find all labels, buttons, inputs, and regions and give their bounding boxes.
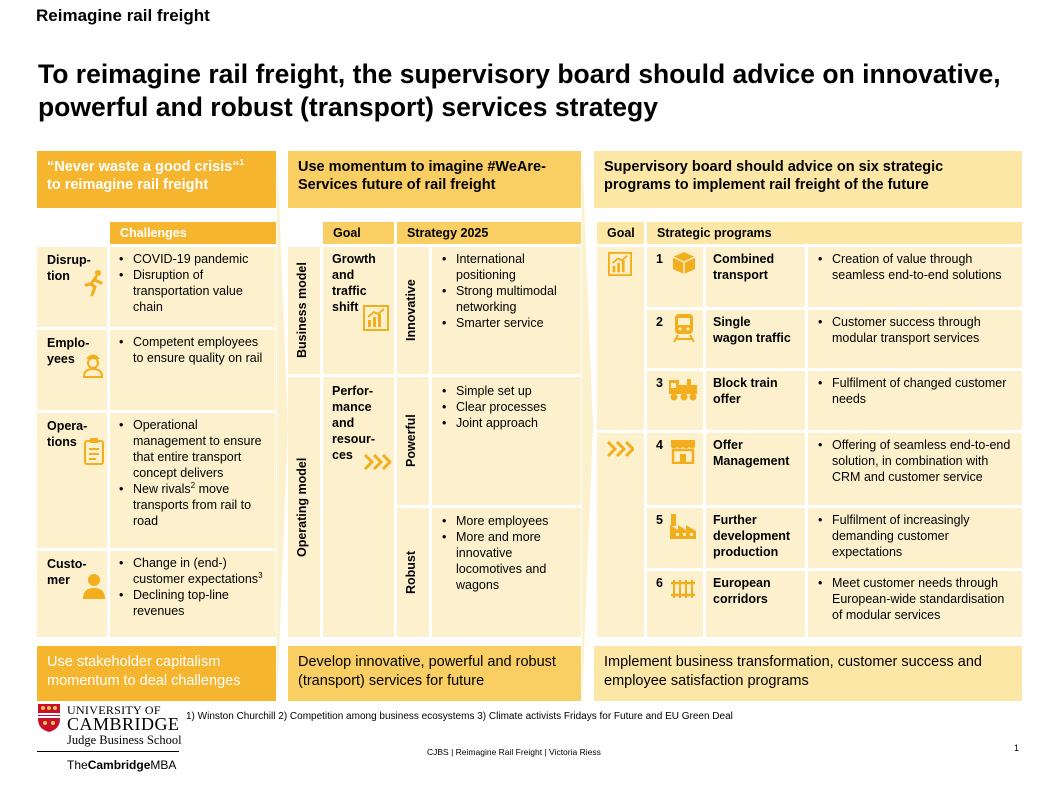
logo-jbs: Judge Business School xyxy=(67,733,182,747)
logo-university-of: UNIVERSITY OF xyxy=(67,703,161,717)
program-4-num: 4 xyxy=(647,433,703,505)
program-1-name: Combined transport xyxy=(706,247,805,307)
factory-icon xyxy=(668,512,698,540)
col3-header: Supervisory board should advice on six s… xyxy=(594,151,1022,208)
train-icon xyxy=(672,313,696,343)
program-1-num: 1 xyxy=(647,247,703,307)
business-model-label: Business model xyxy=(288,247,320,374)
bar-chart-icon xyxy=(608,252,632,276)
program-6-name: European corridors xyxy=(706,571,805,637)
challenge-content-employees: Competent employees to ensure quality on… xyxy=(110,330,276,410)
col2-header: Use momentum to imagine #WeAre-Services … xyxy=(288,151,581,208)
col1-header: “Never waste a good crisis“1 to reimagin… xyxy=(37,151,276,208)
rails-icon xyxy=(669,577,697,601)
innovative-content: International positioning Strong multimo… xyxy=(432,247,581,374)
section-label: Reimagine rail freight xyxy=(36,6,210,25)
box-icon xyxy=(671,250,697,276)
programs-goal-bottom xyxy=(597,433,644,637)
col1-footer: Use stakeholder capitalism momentum to d… xyxy=(37,646,276,701)
logo-cambridge: CAMBRIDGE xyxy=(67,714,180,734)
challenge-label-customer: Custo- mer xyxy=(37,551,107,637)
program-4-name: Offer Management xyxy=(706,433,805,505)
robust-content: More employees More and more innovative … xyxy=(432,508,581,637)
col2-footer: Develop innovative, powerful and robust … xyxy=(288,646,581,701)
challenge-label-operations: Opera- tions xyxy=(37,413,107,548)
crest-icon xyxy=(37,703,61,733)
arrow-connector-2 xyxy=(582,151,593,701)
arrow-connector-1 xyxy=(277,151,288,701)
program-5-num: 5 xyxy=(647,508,703,568)
person-icon xyxy=(82,573,106,599)
col2-sub-strategy: Strategy 2025 xyxy=(397,222,581,244)
program-3-desc: Fulfilment of changed customer needs xyxy=(808,371,1022,430)
logo-mba: TheCambridgeMBA xyxy=(67,758,177,772)
innovative-label: Innovative xyxy=(397,247,429,374)
chevrons-icon xyxy=(606,441,634,457)
col2-sub-goal: Goal xyxy=(323,222,394,244)
goal-growth: Growth and traffic shift xyxy=(323,247,394,374)
program-4-desc: Offering of seamless end-to-end solution… xyxy=(808,433,1022,505)
cambridge-logo: UNIVERSITY OF CAMBRIDGE Judge Business S… xyxy=(37,703,182,778)
shop-icon xyxy=(669,438,697,464)
program-3-num: 3 xyxy=(647,371,703,430)
programs-goal-top xyxy=(597,247,644,430)
page-number: 1 xyxy=(1014,743,1020,753)
program-2-desc: Customer success through modular transpo… xyxy=(808,310,1022,368)
worker-icon xyxy=(82,350,104,378)
locomotive-icon xyxy=(667,376,699,402)
bar-chart-icon xyxy=(363,305,389,331)
col3-sub-goal: Goal xyxy=(597,222,644,244)
col3-footer: Implement business transformation, custo… xyxy=(594,646,1022,701)
challenge-label-employees: Emplo- yees xyxy=(37,330,107,410)
footnote: 1) Winston Churchill 2) Competition amon… xyxy=(186,711,733,722)
runner-icon xyxy=(83,269,105,297)
program-2-name: Single wagon traffic xyxy=(706,310,805,368)
goal-performance: Perfor- mance and resour- ces xyxy=(323,377,394,637)
chevrons-icon xyxy=(363,454,391,470)
page-title: To reimagine rail freight, the superviso… xyxy=(38,59,1001,122)
source-line: CJBS | Reimagine Rail Freight | Victoria… xyxy=(427,747,601,757)
program-1-desc: Creation of value through seamless end-t… xyxy=(808,247,1022,307)
program-5-name: Further development production xyxy=(706,508,805,568)
challenge-content-operations: Operational management to ensure that en… xyxy=(110,413,276,548)
challenge-label-disruption: Disrup- tion xyxy=(37,247,107,327)
program-3-name: Block train offer xyxy=(706,371,805,430)
challenge-content-customer: Change in (end-) customer expectations3 … xyxy=(110,551,276,637)
program-5-desc: Fulfilment of increasingly demanding cus… xyxy=(808,508,1022,568)
program-2-num: 2 xyxy=(647,310,703,368)
program-6-num: 6 xyxy=(647,571,703,637)
powerful-content: Simple set up Clear processes Joint appr… xyxy=(432,377,581,505)
robust-label: Robust xyxy=(397,508,429,637)
powerful-label: Powerful xyxy=(397,377,429,505)
clipboard-icon xyxy=(83,437,105,465)
challenge-content-disruption: COVID-19 pandemic Disruption of transpor… xyxy=(110,247,276,327)
program-6-desc: Meet customer needs through European-wid… xyxy=(808,571,1022,637)
col3-sub-programs: Strategic programs xyxy=(647,222,1022,244)
col1-subheader: Challenges xyxy=(110,222,276,244)
operating-model-label: Operating model xyxy=(288,377,320,637)
